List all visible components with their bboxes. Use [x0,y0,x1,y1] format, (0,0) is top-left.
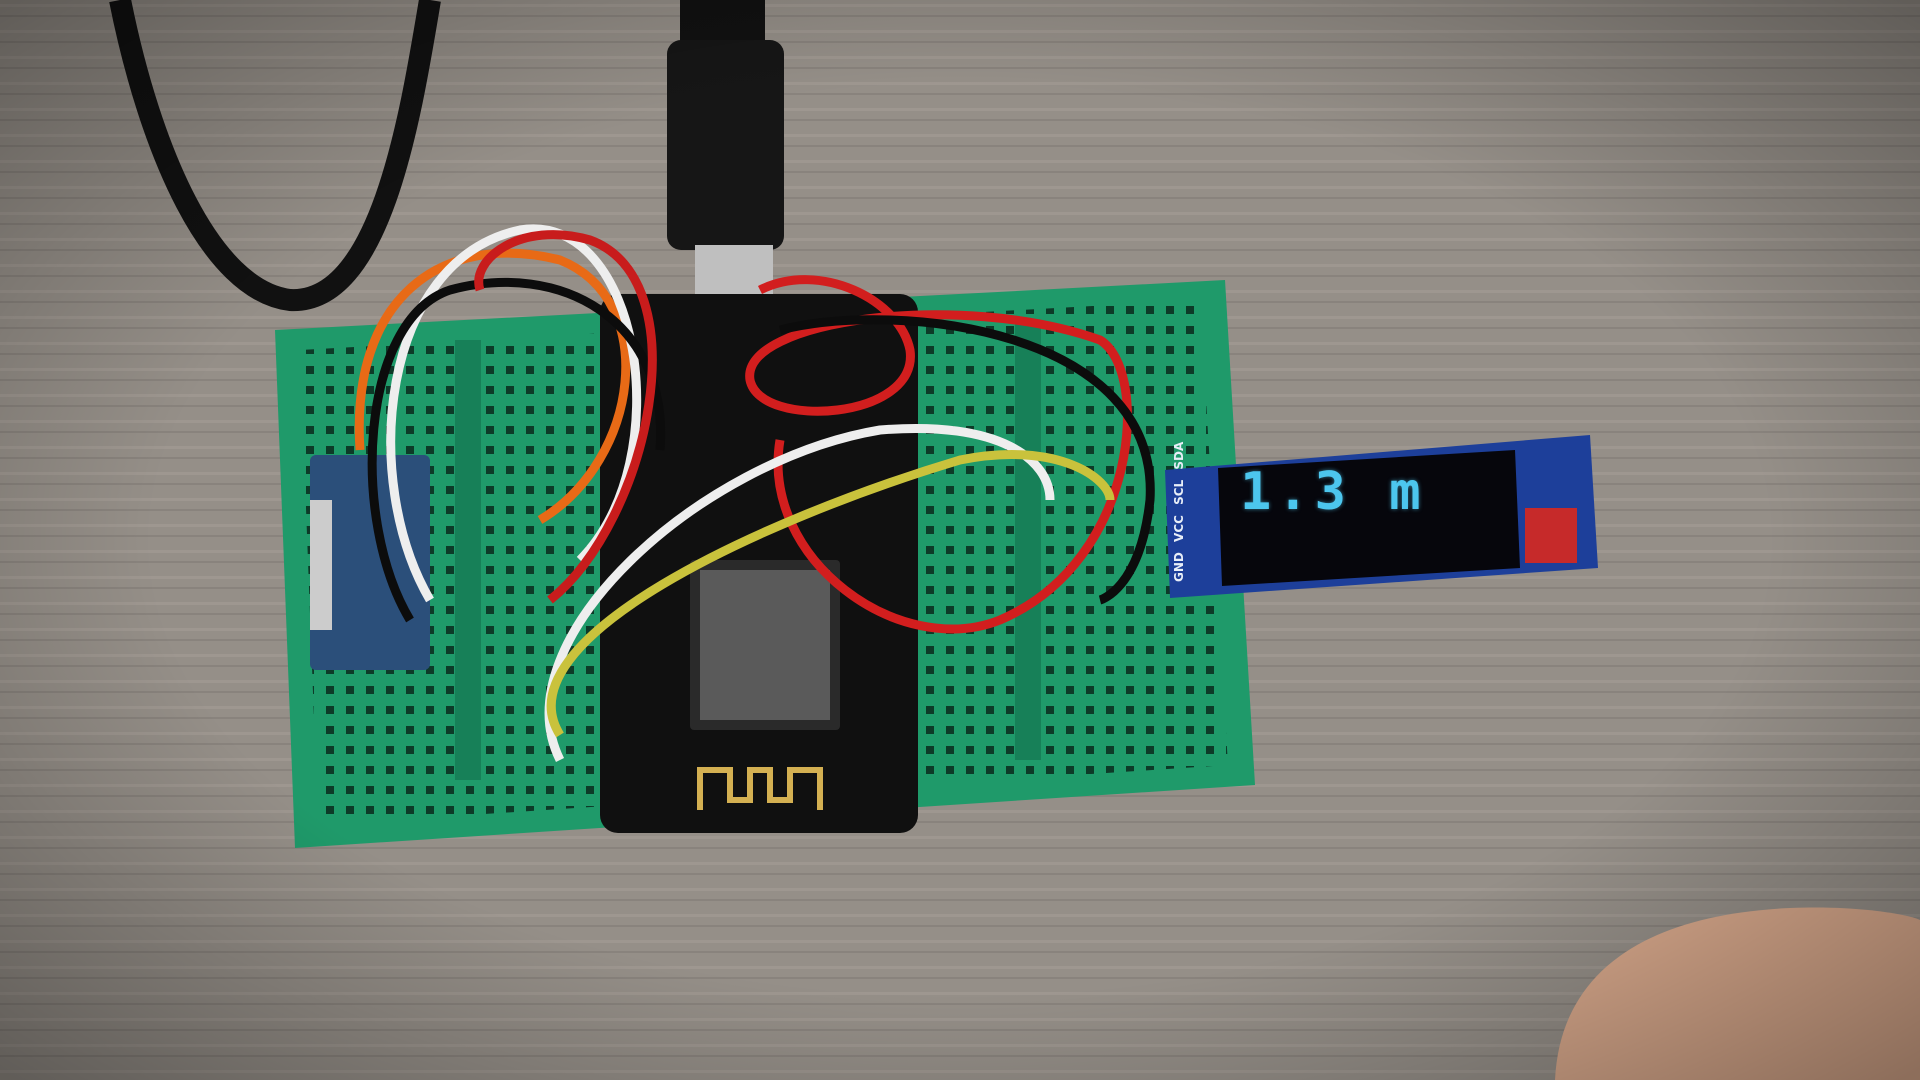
oled-display-text: 1.3 m [1240,462,1427,522]
oled-pin-labels: GND VCC SCL SDA [1172,441,1186,582]
